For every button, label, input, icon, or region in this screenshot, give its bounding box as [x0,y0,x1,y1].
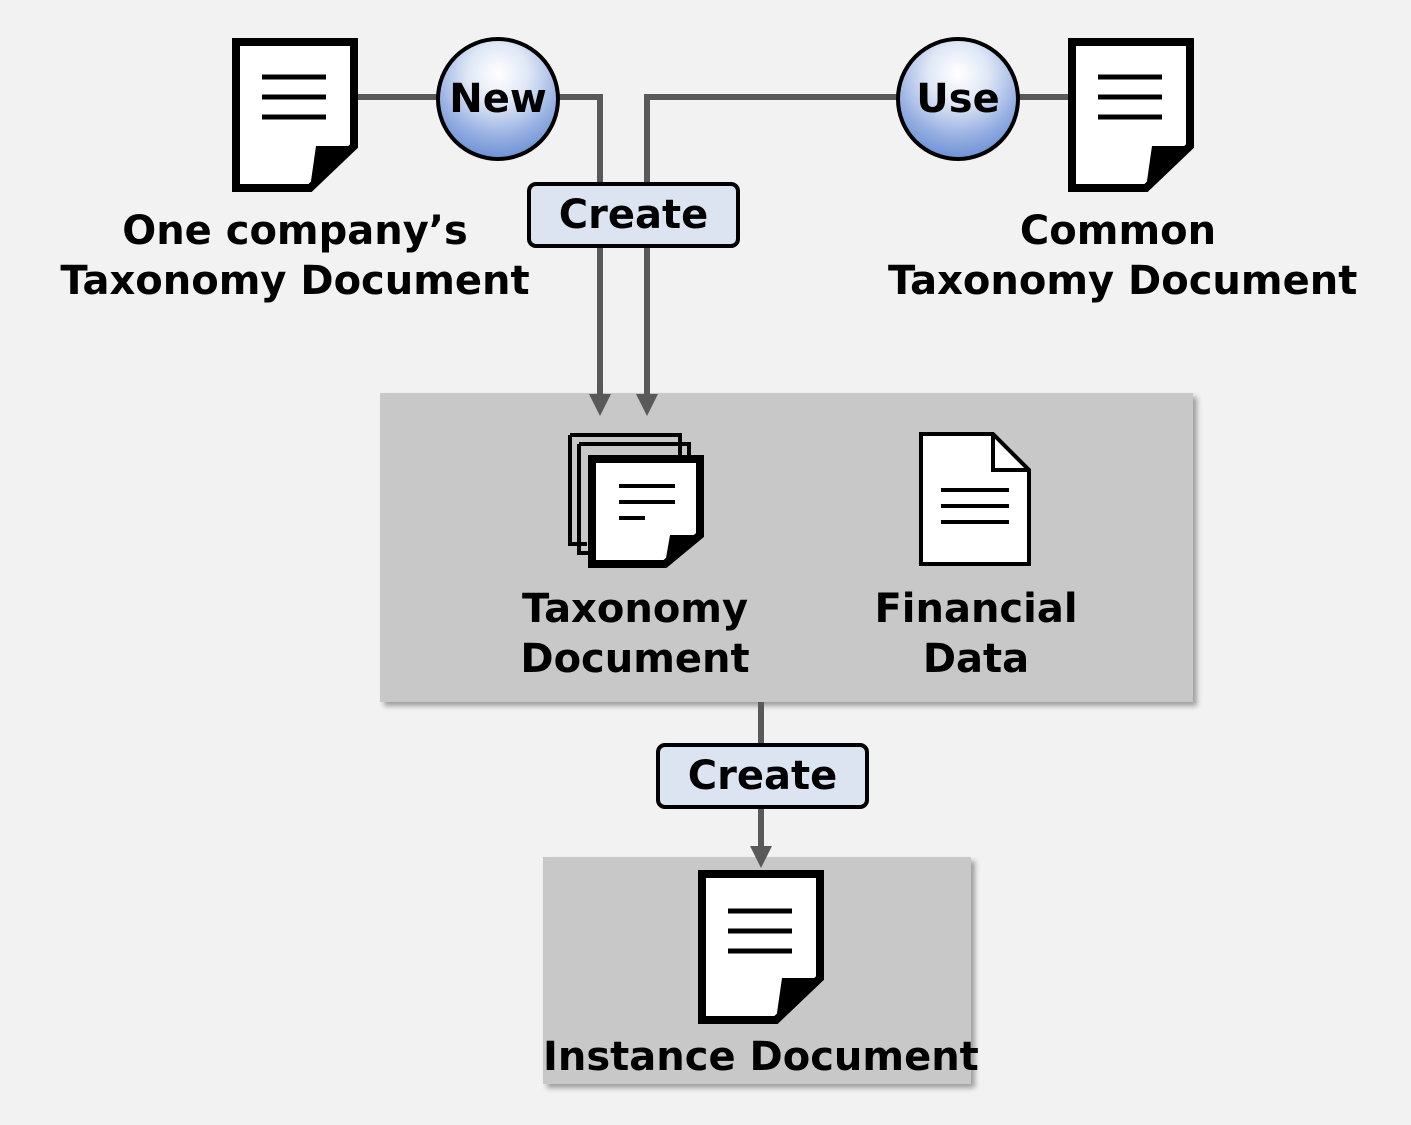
connector-use-to-taxonomy [644,94,898,398]
create-instance-box: Create [656,743,869,809]
connector-new-to-taxonomy [558,94,603,398]
company-document-icon [232,38,358,192]
connector-lines [356,94,1070,850]
company-document-label-line1: One company’s [122,208,468,254]
financial-data-label: Financial Data [865,584,1087,684]
company-document-label: One company’s Taxonomy Document [60,206,530,306]
create-taxonomy-box: Create [527,182,740,248]
arrowheads [589,394,772,868]
common-document-icon [1068,38,1194,192]
financial-data-icon [919,432,1031,566]
instance-document-icon [698,870,824,1024]
instance-document-label: Instance Document [543,1034,979,1080]
arrowhead-new-path [589,394,611,416]
taxonomy-document-label-line1: Taxonomy [521,586,749,632]
arrowhead-instance [750,846,772,868]
stacked-documents-icon [568,433,704,568]
taxonomy-document-label: Taxonomy Document [515,584,755,684]
common-document-label-line1: Common [1019,208,1217,254]
financial-data-label-line2: Data [922,636,1030,682]
new-badge: New [436,37,560,161]
financial-data-label-line1: Financial [874,586,1078,632]
use-badge: Use [896,37,1020,161]
taxonomy-financial-panel [380,393,1193,702]
common-document-label: Common Taxonomy Document [888,206,1358,306]
company-document-label-line2: Taxonomy Document [60,258,530,304]
common-document-label-line2: Taxonomy Document [888,258,1358,304]
taxonomy-document-label-line2: Document [520,636,750,682]
arrowhead-use-path [636,394,658,416]
